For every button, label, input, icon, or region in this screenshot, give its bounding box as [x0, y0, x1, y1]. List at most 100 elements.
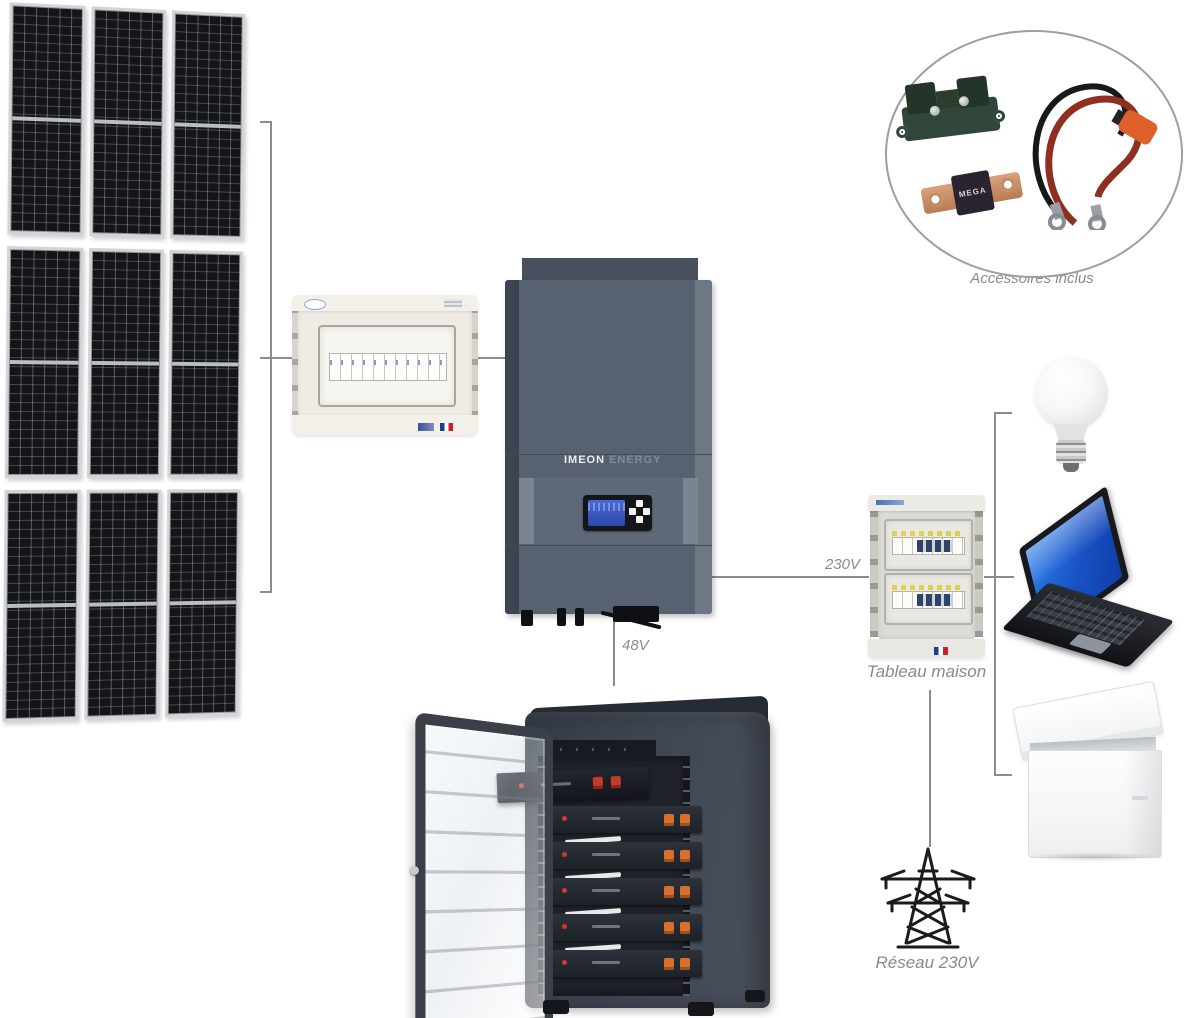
pv-row3-tick	[260, 591, 272, 593]
module-label	[592, 853, 620, 856]
battery-module	[552, 806, 702, 833]
solar-panel	[2, 490, 81, 722]
lcd-screen	[588, 500, 625, 526]
label-230v: 230V	[792, 556, 860, 573]
battery-terminal	[680, 922, 690, 934]
battery-line	[613, 612, 615, 686]
ac-breaker-row	[892, 591, 965, 609]
pv-row2-tick	[260, 357, 294, 359]
battery-terminal	[680, 886, 690, 898]
chest-freezer-icon	[1028, 750, 1162, 858]
dc-breaker-row	[329, 353, 447, 381]
dc-box-face	[298, 309, 472, 417]
dpad-up-button	[636, 500, 643, 507]
battery-terminal	[664, 958, 674, 970]
inverter-display	[583, 495, 652, 531]
status-led	[562, 924, 567, 929]
dc-to-inverter-line	[476, 357, 508, 359]
status-led	[562, 888, 567, 893]
module-label	[592, 817, 620, 820]
solar-panel	[170, 10, 246, 240]
dc-box-skirt	[292, 415, 478, 435]
dpad-right-button	[643, 508, 650, 515]
freezer-shadow	[1024, 852, 1164, 862]
ac-distribution-box	[868, 495, 985, 658]
status-led	[562, 816, 567, 821]
label-tableau-maison: Tableau maison	[846, 662, 1007, 682]
ac-box-window-top	[884, 519, 973, 571]
dpad-left-button	[629, 508, 636, 515]
french-flag-icon	[934, 647, 948, 655]
solar-array	[2, 2, 245, 722]
fuse-label: MEGA	[951, 170, 995, 216]
solar-panel	[165, 489, 241, 717]
battery-module	[552, 842, 702, 869]
dc-box-window	[318, 325, 456, 407]
battery-terminal	[680, 958, 690, 970]
inverter-to-panel-line	[712, 576, 869, 578]
grid-line	[929, 690, 931, 847]
battery-module	[552, 914, 702, 941]
solar-panel	[5, 246, 84, 478]
battery-terminal	[611, 776, 622, 788]
dc-protection-box	[292, 295, 478, 435]
battery-terminal	[593, 777, 604, 789]
breaker-toggles	[917, 540, 953, 552]
battery-cables-icon	[1000, 55, 1170, 230]
inverter-cable	[521, 610, 533, 626]
brand-suffix-text: ENERGY	[609, 454, 661, 466]
breaker-label-band	[892, 585, 963, 590]
french-flag-icon	[440, 423, 453, 431]
module-label	[592, 925, 620, 928]
module-label	[592, 889, 620, 892]
door-lock	[410, 866, 419, 875]
battery-terminal	[680, 850, 690, 862]
module-label	[592, 961, 620, 964]
cabinet-foot	[688, 1002, 714, 1016]
solar-panel	[87, 248, 164, 478]
battery-module	[552, 950, 702, 977]
battery-terminal	[664, 922, 674, 934]
freezer-tick	[994, 774, 1012, 776]
door-glass	[426, 724, 545, 1018]
fuse-holder-icon	[899, 74, 1002, 147]
ac-box-logo	[876, 500, 904, 505]
dc-box-logo	[304, 299, 326, 310]
battery-terminal	[664, 814, 674, 826]
breaker-label-band	[892, 531, 963, 536]
label-48v: 48V	[622, 637, 649, 654]
dc-box-label-sticker	[444, 299, 462, 307]
battery-terminal	[664, 886, 674, 898]
freezer-handle	[1132, 796, 1148, 800]
ac-box-lid	[868, 495, 985, 511]
dc-box-lid	[292, 295, 478, 311]
inverter-mount-bracket	[522, 258, 698, 282]
mc4-connector	[575, 608, 584, 626]
ac-box-skirt	[868, 639, 985, 658]
light-bulb-icon	[1034, 356, 1108, 430]
inverter-body: IMEON ENERGY	[505, 280, 712, 614]
solar-panel	[167, 250, 243, 478]
bulb-tick	[994, 412, 1012, 414]
label-reseau-230v: Réseau 230V	[847, 953, 1007, 973]
dc-box-brand-chip	[418, 423, 434, 431]
ac-box-window-bottom	[884, 573, 973, 625]
solar-panel	[89, 6, 166, 238]
battery-module	[552, 878, 702, 905]
mc4-connector	[557, 608, 566, 626]
brand-text: IMEON	[564, 454, 605, 466]
bulb-contact-tip	[1063, 463, 1079, 472]
ac-breaker-row	[892, 537, 965, 555]
laptop-base	[1002, 582, 1175, 667]
solar-panel	[7, 2, 85, 236]
laptop-tick	[984, 576, 1014, 578]
battery-control-unit	[552, 740, 656, 760]
inverter-brand-logo: IMEON ENERGY	[560, 452, 660, 468]
status-led	[562, 960, 567, 965]
inverter: IMEON ENERGY	[505, 258, 712, 614]
battery-terminal	[664, 850, 674, 862]
solar-panel	[84, 489, 161, 719]
battery-terminal	[680, 814, 690, 826]
cabinet-foot	[543, 1000, 569, 1014]
